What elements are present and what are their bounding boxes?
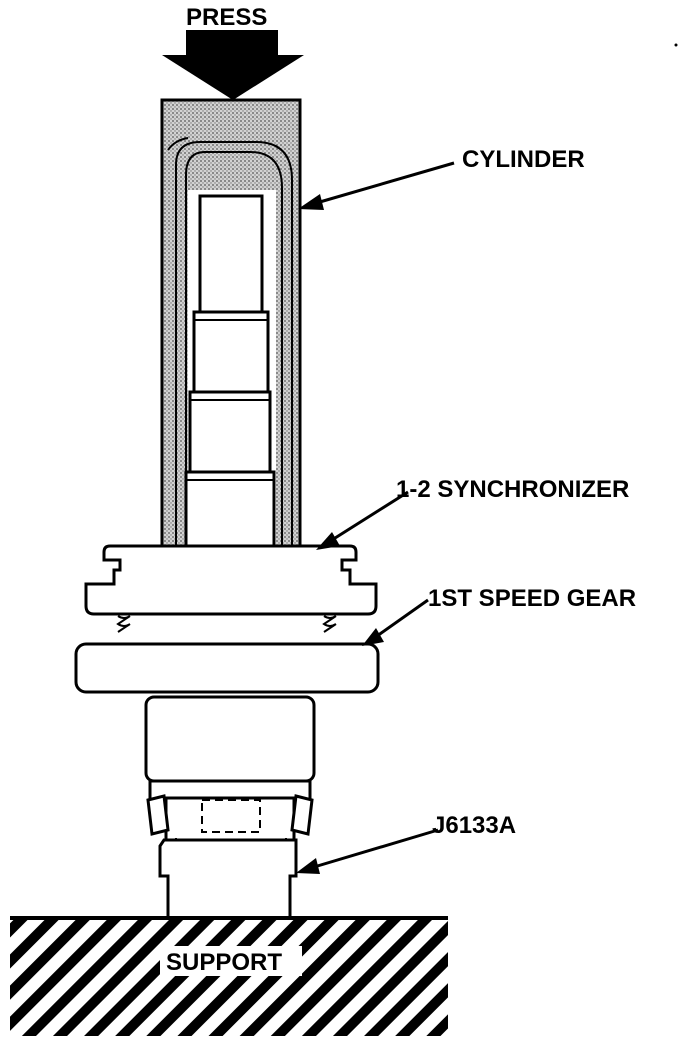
press-arrow [162, 30, 304, 100]
gear-hub [144, 695, 316, 803]
shaft [184, 194, 276, 552]
first-speed-gear-label: 1ST SPEED GEAR [428, 585, 636, 612]
scan-speck [674, 43, 678, 47]
tool-label: J6133A [432, 812, 516, 839]
bearing [146, 794, 314, 849]
support [10, 916, 448, 1036]
leader-synchronizer [316, 490, 409, 550]
synchronizer [84, 544, 378, 616]
press-label: PRESS [186, 4, 267, 31]
tool-j6133a [158, 838, 298, 920]
synchronizer-label: 1-2 SYNCHRONIZER [396, 476, 629, 503]
support-label: SUPPORT [166, 949, 282, 976]
cylinder-label: CYLINDER [462, 146, 585, 173]
leader-tool [296, 828, 439, 874]
springs [116, 615, 337, 633]
leader-cylinder [298, 161, 455, 210]
leader-first-gear [362, 598, 429, 646]
first-speed-gear [74, 642, 380, 694]
